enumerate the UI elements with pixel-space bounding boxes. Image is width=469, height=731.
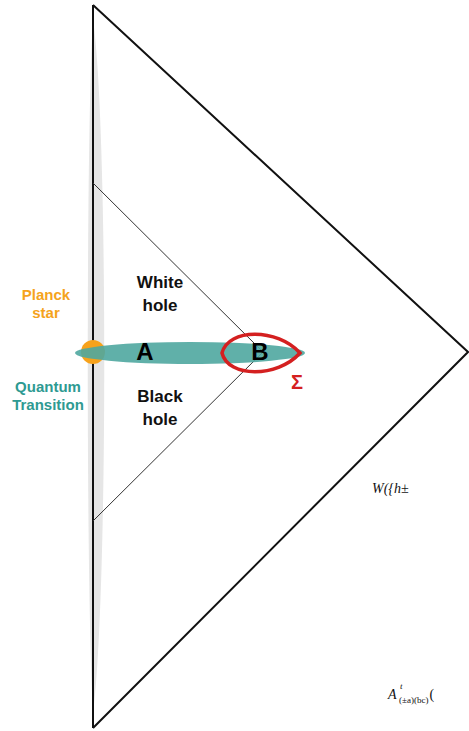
formula-fragment: A [388, 686, 397, 705]
shaded-boundary [88, 20, 105, 712]
region-label: Black hole [128, 386, 192, 432]
region-letter: B [247, 338, 273, 367]
formula-subscript: (±a)(bc) [399, 694, 428, 706]
star-label: Planck star [10, 286, 82, 322]
formula-fragment: W({h± [372, 480, 409, 499]
formula-fragment: ( [429, 686, 434, 705]
sigma-surface: BΣ [220, 330, 302, 376]
surface-symbol: Σ [286, 370, 308, 394]
transition-band: Quantum TransitionABΣ [75, 342, 305, 364]
transition-label: Quantum Transition [2, 378, 94, 414]
region-letter: A [133, 338, 157, 367]
transition-band-outline [75, 342, 305, 364]
horizon-line [93, 352, 263, 521]
horizon-line [93, 183, 263, 352]
region-label: White hole [128, 272, 192, 318]
diagram-outline [93, 5, 468, 728]
formula-superscript: t [400, 680, 403, 692]
left-boundary [92, 5, 94, 728]
